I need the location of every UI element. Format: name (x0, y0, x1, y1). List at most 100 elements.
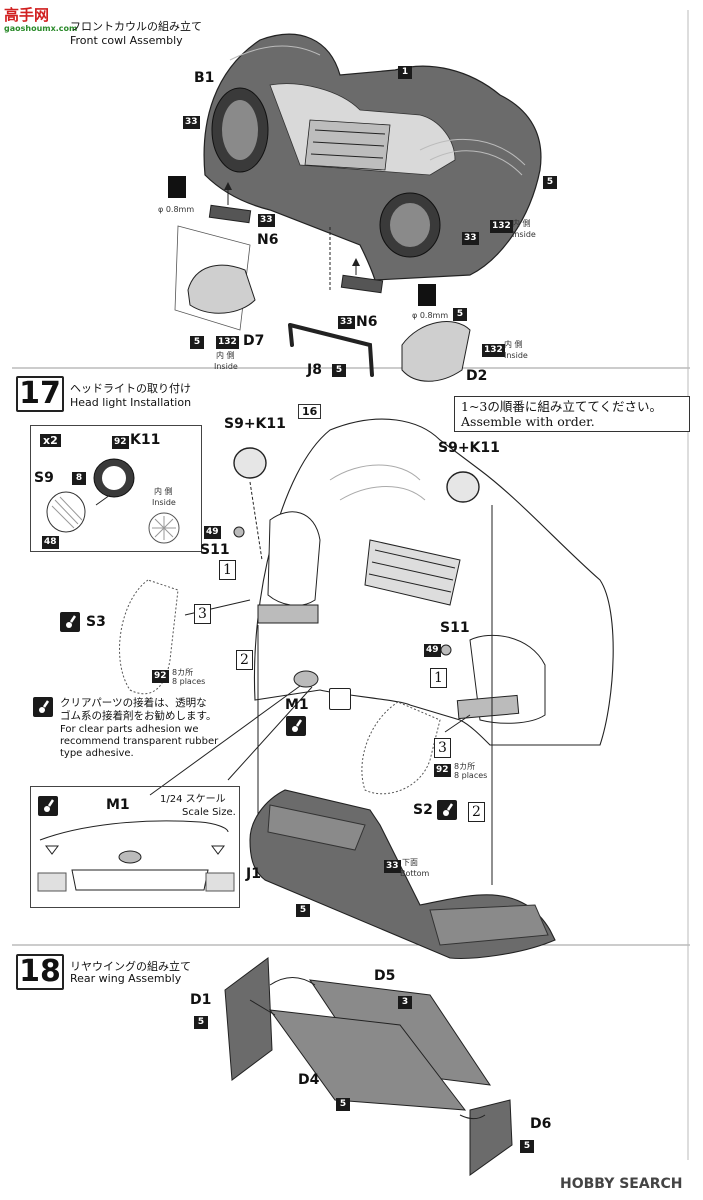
part-s2: S2 (413, 802, 433, 818)
inside-en: Inside (152, 498, 176, 507)
order-step: 2 (468, 802, 485, 822)
color-code: 3 (398, 996, 412, 1009)
bottom-jp: 下面 (402, 858, 418, 867)
headlight-inset-drawing (46, 458, 180, 544)
order-step: 1 (219, 560, 236, 580)
color-code: 132 (490, 220, 513, 233)
color-code: 5 (332, 364, 346, 377)
part-m1: M1 (285, 697, 309, 713)
color-code: 48 (42, 536, 59, 549)
headlight-cowl-drawing (119, 418, 614, 959)
color-code: 5 (520, 1140, 534, 1153)
step18-title-en: Rear wing Assembly (70, 972, 182, 985)
part-d6: D6 (530, 1116, 552, 1132)
inside-jp: 内 側 (154, 487, 173, 496)
part-s11: S11 (200, 542, 230, 558)
watermark-url: gaoshoumx.com (4, 24, 78, 33)
part-d7: D7 (243, 333, 265, 349)
step17-title-jp: ヘッドライトの取り付け (70, 382, 191, 395)
color-code: 49 (204, 526, 221, 539)
part-d1: D1 (190, 992, 212, 1008)
glue-icon (38, 796, 58, 816)
scale-inset (30, 786, 240, 908)
places-jp: 8カ所 (454, 762, 476, 771)
inside-en: Inside (504, 351, 528, 360)
scale-jp: 1/24 スケール (160, 794, 226, 805)
scale-en: Scale Size. (182, 807, 236, 818)
inside-jp: 内 側 (512, 219, 531, 228)
clear-note-en-1: For clear parts adhesion we (60, 724, 199, 735)
clear-note-en-3: type adhesive. (60, 748, 134, 759)
color-code: 132 (482, 344, 505, 357)
color-code: 33 (183, 116, 200, 129)
color-code: 5 (453, 308, 467, 321)
places-en: 8 places (454, 771, 488, 780)
bottom-en: Bottom (400, 869, 430, 878)
order-en: Assemble with order. (461, 414, 595, 429)
step-number: 17 (16, 376, 64, 412)
part-j1: J1 (246, 866, 261, 882)
step-number: 18 (16, 954, 64, 990)
color-code: 92 (434, 764, 451, 777)
watermark-hobbysearch: HOBBY SEARCH (560, 1176, 683, 1192)
places-en: 8 places (172, 677, 206, 686)
step17-title-en: Head light Installation (70, 396, 192, 409)
part-s9-k11: S9+K11 (224, 416, 286, 432)
watermark-logo: 高手网 (4, 6, 50, 24)
clear-note-jp-1: クリアパーツの接着は、透明な (60, 697, 207, 709)
part-d4: D4 (298, 1072, 320, 1088)
part-n6: N6 (356, 314, 378, 330)
glue-icon (286, 716, 306, 736)
order-step: 3 (194, 604, 211, 624)
color-code: 33 (258, 214, 275, 227)
order-step: 2 (236, 650, 253, 670)
part-16: 16 (298, 404, 322, 419)
part-s3: S3 (86, 614, 106, 630)
order-step: 1 (430, 668, 447, 688)
glue-icon (437, 800, 457, 820)
color-code: 5 (190, 336, 204, 349)
color-code: 33 (338, 316, 355, 329)
part-n6: N6 (257, 232, 279, 248)
color-code: 5 (543, 176, 557, 189)
part-s9: S9 (34, 470, 54, 486)
assembly-order-note: 1~3の順番に組み立ててください。 Assemble with order. (454, 396, 690, 432)
clear-note-jp-2: ゴム系の接着剤をお勧めします。 (60, 710, 217, 722)
tape-icon (329, 688, 351, 710)
part-s9-k11: S9+K11 (438, 440, 500, 456)
part-m1-inset: M1 (106, 797, 130, 813)
headlight-inset (30, 425, 202, 552)
color-code: 5 (194, 1016, 208, 1029)
color-code: 49 (424, 644, 441, 657)
color-code: 92 (152, 670, 169, 683)
part-d5: D5 (374, 968, 396, 984)
inside-en: Inside (512, 230, 536, 239)
step18-title-jp: リヤウイングの組み立て (70, 960, 191, 973)
order-step: 3 (434, 738, 451, 758)
color-code: 8 (72, 472, 86, 485)
step16-title-en: Front cowl Assembly (70, 34, 183, 47)
part-d2: D2 (466, 368, 488, 384)
color-code: 33 (384, 860, 401, 873)
front-cowl-drawing (168, 33, 542, 382)
color-code: 132 (216, 336, 239, 349)
part-j8: J8 (307, 362, 322, 378)
part-b1: B1 (194, 70, 215, 86)
color-code: 5 (336, 1098, 350, 1111)
quantity-badge: x2 (40, 434, 61, 447)
glue-icon (33, 697, 53, 717)
color-code: 1 (398, 66, 412, 79)
glue-icon (60, 612, 80, 632)
inside-en: Inside (214, 362, 238, 371)
inside-jp: 内 側 (504, 340, 523, 349)
places-jp: 8カ所 (172, 668, 194, 677)
scale-inset-drawing (37, 820, 235, 892)
color-code: 5 (296, 904, 310, 917)
clear-note-en-2: recommend transparent rubber (60, 736, 219, 747)
inside-jp: 内 側 (216, 351, 235, 360)
color-code: 92 (112, 436, 129, 449)
order-jp: 1~3の順番に組み立ててください。 (461, 399, 663, 414)
step16-title-jp: フロントカウルの組み立て (70, 20, 202, 33)
